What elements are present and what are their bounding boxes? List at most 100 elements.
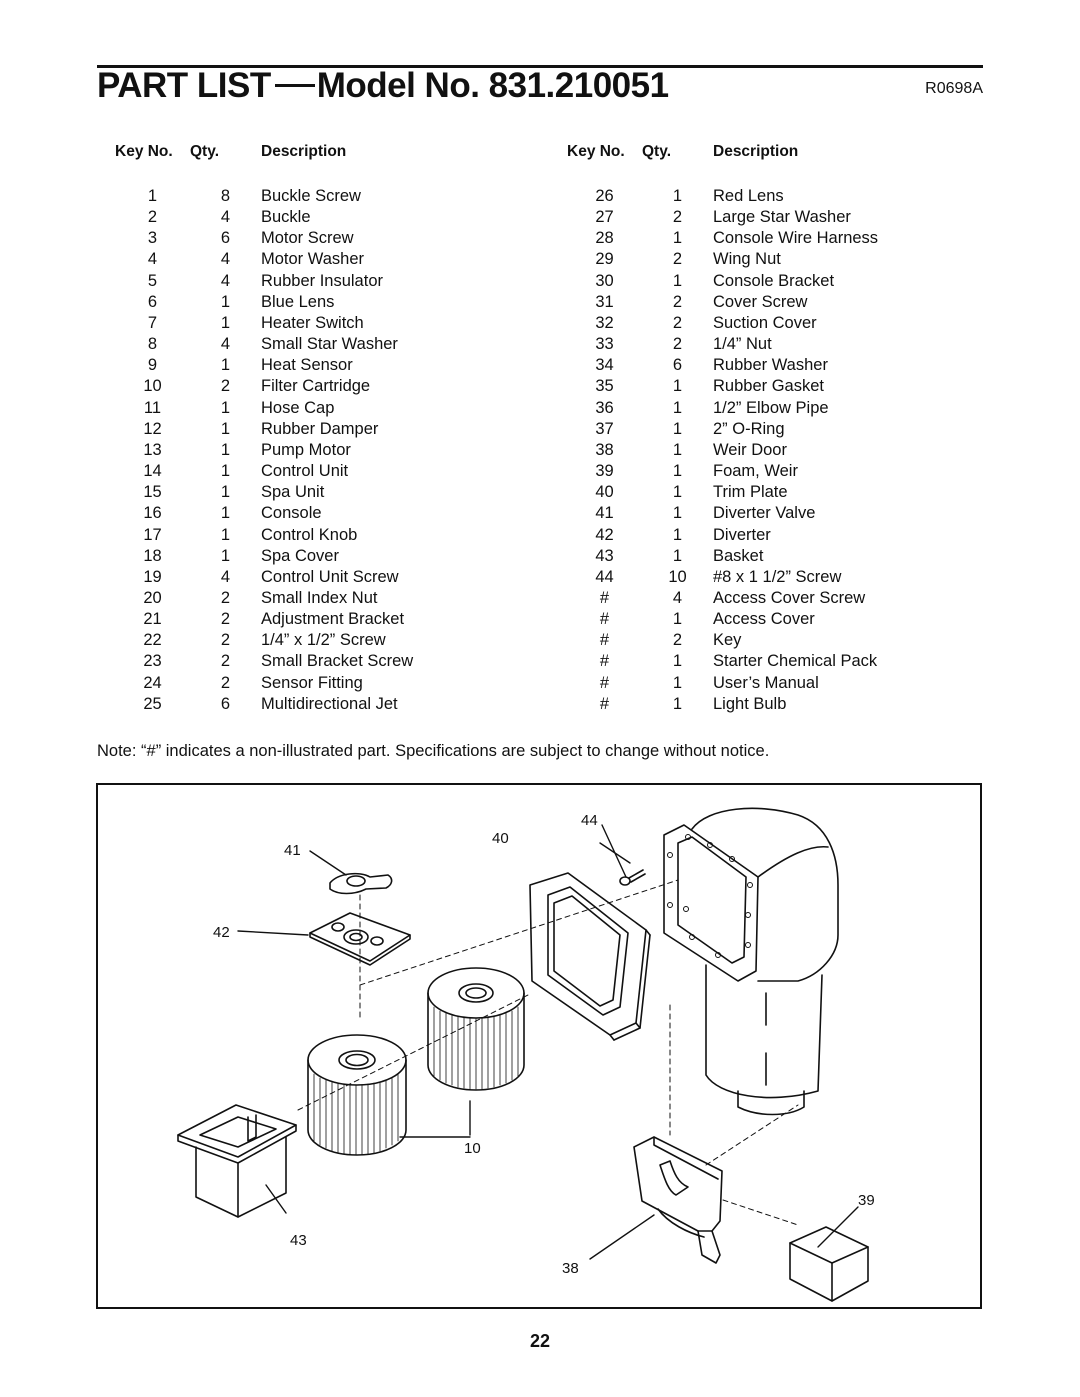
callout-41: 41 bbox=[284, 842, 301, 859]
qty-cell: 1 bbox=[220, 504, 231, 523]
qty-cell: 4 bbox=[220, 271, 231, 290]
qty-cell: 1 bbox=[220, 440, 231, 459]
description-cell: Heat Sensor bbox=[261, 356, 353, 375]
description-cell: Red Lens bbox=[713, 187, 784, 205]
qty-cell: 2 bbox=[220, 631, 231, 650]
description-cell: Key bbox=[713, 631, 742, 650]
table-row: 16 1 Console bbox=[115, 503, 461, 524]
description-cell: Diverter bbox=[713, 525, 771, 544]
key-cell: 33 bbox=[595, 335, 614, 354]
skimmer-body-drawing bbox=[663, 807, 839, 1116]
description-cell: Weir Door bbox=[713, 440, 787, 459]
description-cell: Multidirectional Jet bbox=[261, 694, 398, 713]
description-cell: Buckle Screw bbox=[261, 187, 361, 205]
key-cell: 43 bbox=[595, 546, 614, 565]
table-row: #2 Key bbox=[567, 630, 913, 651]
qty-cell: 4 bbox=[220, 208, 231, 227]
qty-cell: 1 bbox=[220, 292, 231, 311]
qty-cell: 4 bbox=[220, 250, 231, 269]
key-cell: 16 bbox=[143, 504, 162, 523]
qty-cell: 8 bbox=[220, 187, 231, 205]
callout-38: 38 bbox=[562, 1260, 579, 1277]
exploded-parts-diagram: 41 42 40 44 10 43 39 38 bbox=[96, 783, 982, 1309]
diagram-drawing: 41 42 40 44 10 43 39 38 bbox=[177, 807, 875, 1302]
callout-10: 10 bbox=[464, 1140, 481, 1157]
key-cell: 26 bbox=[595, 187, 614, 205]
qty-cell: 2 bbox=[672, 313, 683, 332]
qty-cell: 2 bbox=[672, 292, 683, 311]
weir-door-drawing bbox=[633, 1136, 723, 1264]
qty-cell: 1 bbox=[672, 440, 683, 459]
description-cell: Console bbox=[261, 504, 322, 523]
key-cell: 30 bbox=[595, 271, 614, 290]
key-cell: 39 bbox=[595, 462, 614, 481]
key-cell: # bbox=[599, 631, 610, 650]
key-cell: 29 bbox=[595, 250, 614, 269]
key-cell: 8 bbox=[147, 335, 158, 354]
key-cell: 35 bbox=[595, 377, 614, 396]
qty-cell: 1 bbox=[672, 377, 683, 396]
table-header-row: Key No. Qty. Description bbox=[115, 140, 461, 186]
qty-cell: 1 bbox=[672, 483, 683, 502]
key-cell: 42 bbox=[595, 525, 614, 544]
key-cell: 31 bbox=[595, 292, 614, 311]
qty-cell: 10 bbox=[668, 567, 687, 586]
key-cell: 5 bbox=[147, 271, 158, 290]
filter-cartridge-front-drawing bbox=[307, 1034, 407, 1156]
qty-cell: 2 bbox=[672, 335, 683, 354]
col-description-header: Description bbox=[261, 143, 347, 160]
description-cell: Rubber Washer bbox=[713, 356, 828, 375]
description-cell: 1/4” x 1/2” Screw bbox=[261, 631, 386, 650]
filter-cartridge-rear-drawing bbox=[427, 967, 525, 1091]
key-cell: 17 bbox=[143, 525, 162, 544]
description-cell: Filter Cartridge bbox=[261, 377, 371, 396]
callout-43: 43 bbox=[290, 1232, 307, 1249]
reference-code: R0698A bbox=[925, 80, 983, 97]
key-cell: 12 bbox=[143, 419, 162, 438]
qty-cell: 1 bbox=[672, 419, 683, 438]
qty-cell: 1 bbox=[220, 462, 231, 481]
trim-plate-drawing bbox=[529, 872, 651, 1041]
description-cell: Hose Cap bbox=[261, 398, 335, 417]
key-cell: 25 bbox=[143, 694, 162, 713]
description-cell: Heater Switch bbox=[261, 313, 364, 332]
callout-40: 40 bbox=[492, 830, 509, 847]
qty-cell: 1 bbox=[672, 673, 683, 692]
description-cell: Control Unit Screw bbox=[261, 567, 399, 586]
qty-cell: 1 bbox=[672, 187, 683, 205]
key-cell: 4 bbox=[147, 250, 158, 269]
description-cell: Diverter Valve bbox=[713, 504, 816, 523]
qty-cell: 1 bbox=[672, 652, 683, 671]
key-cell: 18 bbox=[143, 546, 162, 565]
description-cell: Suction Cover bbox=[713, 313, 817, 332]
description-cell: 1/2” Elbow Pipe bbox=[713, 398, 829, 417]
key-cell: 20 bbox=[143, 588, 162, 607]
qty-cell: 2 bbox=[672, 631, 683, 650]
description-cell: Console Wire Harness bbox=[713, 229, 879, 248]
title-model-number: Model No. 831.210051 bbox=[316, 66, 669, 105]
description-cell: Console Bracket bbox=[713, 271, 835, 290]
key-cell: 9 bbox=[147, 356, 158, 375]
table-row: 31 2 Cover Screw bbox=[567, 292, 913, 313]
key-cell: 34 bbox=[595, 356, 614, 375]
description-cell: Rubber Damper bbox=[261, 419, 379, 438]
description-cell: Cover Screw bbox=[713, 292, 808, 311]
callout-leaders bbox=[237, 824, 859, 1260]
description-cell: Access Cover bbox=[713, 610, 815, 629]
